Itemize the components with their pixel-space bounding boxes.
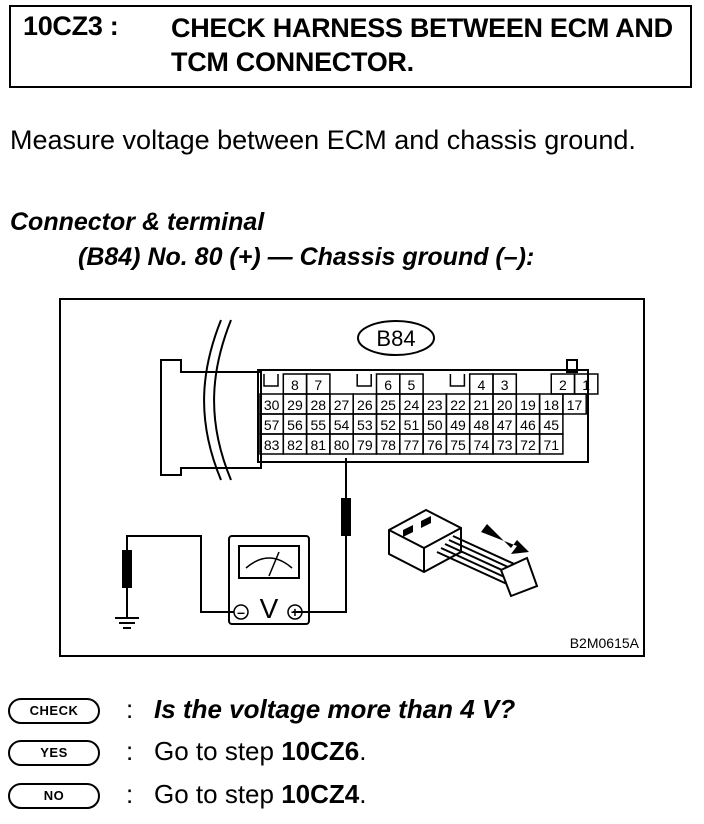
check-badge: CHECK [8, 698, 100, 724]
pin-22-label: 22 [450, 397, 466, 413]
pin-8-label: 8 [291, 377, 299, 393]
connector-label-outline [357, 320, 435, 356]
pin-49-label: 49 [450, 417, 466, 433]
pin-45-label: 45 [543, 417, 559, 433]
pin-2-label: 2 [559, 377, 567, 393]
pin-71-label: 71 [543, 437, 559, 453]
pin-56-label: 56 [287, 417, 303, 433]
connector-face [257, 369, 589, 463]
probe-minus [122, 550, 132, 588]
key-notch [356, 374, 372, 387]
pin-76-label: 76 [427, 437, 443, 453]
pin-73-label: 73 [497, 437, 513, 453]
yes-action: Go to step 10CZ6. [154, 736, 367, 766]
pin-78-label: 78 [380, 437, 396, 453]
yes-step-link[interactable]: 10CZ6 [281, 736, 360, 766]
yes-badge: YES [8, 740, 100, 766]
yes-row: YES : Go to step 10CZ6. [8, 736, 698, 770]
voltmeter-display [238, 545, 300, 579]
key-notch [263, 374, 279, 387]
no-prefix: Go to step [154, 779, 282, 809]
pin-19-label: 19 [520, 397, 536, 413]
connector-housing [160, 359, 262, 476]
pin-28-label: 28 [310, 397, 326, 413]
pin-77-label: 77 [404, 437, 420, 453]
connector-illustration [388, 508, 539, 598]
pin-50-label: 50 [427, 417, 443, 433]
connector-label: B84 [376, 326, 415, 351]
pin-7-label: 7 [314, 377, 322, 393]
pin-55-label: 55 [310, 417, 326, 433]
instruction-text: Measure voltage between ECM and chassis … [10, 125, 636, 155]
pin-71-cell [538, 433, 564, 455]
connector-latch [566, 359, 578, 373]
probe-lead-minus [126, 535, 234, 613]
pin-27-label: 27 [334, 397, 350, 413]
pin-3-label: 3 [501, 377, 509, 393]
pin-30-label: 30 [264, 397, 280, 413]
harness-break-line [213, 319, 232, 481]
pin-54-label: 54 [334, 417, 350, 433]
step-id: 10CZ3 : [23, 11, 119, 41]
step-header: 10CZ3 : CHECK HARNESS BETWEEN ECM AND TC… [9, 5, 692, 88]
pin-52-label: 52 [380, 417, 396, 433]
harness-break-line [203, 319, 222, 481]
probe-plus [341, 498, 351, 536]
pin-25-label: 25 [380, 397, 396, 413]
pin-47-label: 47 [497, 417, 513, 433]
pin-21-label: 21 [474, 397, 490, 413]
figure-code: B2M0615A [570, 635, 640, 651]
voltmeter-symbol: V [260, 593, 279, 624]
pin-53-label: 53 [357, 417, 373, 433]
no-badge: NO [8, 783, 100, 809]
pin-17-cell [562, 393, 587, 415]
check-question: Is the voltage more than 4 V? [154, 694, 516, 724]
minus-sign: – [237, 604, 245, 620]
pin-grid: 30 29 28 27 26 25 24 23 22 21 20 19 18 17 57 56 55 54 53 52… [259, 393, 587, 455]
pin-26-label: 26 [357, 397, 373, 413]
no-row: NO : Go to step 10CZ4. [8, 779, 698, 813]
connector-heading: Connector & terminal [10, 208, 265, 236]
pin-51-label: 51 [404, 417, 420, 433]
plus-sign: + [291, 604, 299, 620]
voltmeter-needle [268, 551, 280, 577]
check-row: CHECK : Is the voltage more than 4 V? [8, 694, 698, 728]
pin-82-label: 82 [287, 437, 303, 453]
pin-4-label: 4 [477, 377, 485, 393]
pin-75-label: 75 [450, 437, 466, 453]
pin-18-label: 18 [543, 397, 559, 413]
pin-57-label: 57 [264, 417, 280, 433]
pin-1-label: 1 [582, 377, 590, 393]
pin-81-label: 81 [310, 437, 326, 453]
pin-80-label: 80 [334, 437, 350, 453]
voltmeter-body [228, 535, 310, 625]
pin-24-label: 24 [404, 397, 420, 413]
plus-terminal [287, 604, 303, 620]
pin-79-label: 79 [357, 437, 373, 453]
pin-23-label: 23 [427, 397, 443, 413]
pin-48-label: 48 [474, 417, 490, 433]
connector-detail: (B84) No. 80 (+) — Chassis ground (–): [78, 243, 535, 271]
pin-5-label: 5 [408, 377, 416, 393]
key-notch [449, 374, 466, 387]
pin-6-label: 6 [384, 377, 392, 393]
pin-46-label: 46 [520, 417, 536, 433]
no-step-link[interactable]: 10CZ4 [281, 779, 360, 809]
pin-83-label: 83 [264, 437, 280, 453]
yes-prefix: Go to step [154, 736, 282, 766]
pin-17-label: 17 [567, 397, 583, 413]
pin-29-label: 29 [287, 397, 303, 413]
pin-72-label: 72 [520, 437, 536, 453]
probe-lead-plus [293, 536, 347, 613]
step-title: CHECK HARNESS BETWEEN ECM AND TCM CONNEC… [171, 13, 673, 77]
no-action: Go to step 10CZ4. [154, 779, 367, 809]
pin-74-label: 74 [474, 437, 490, 453]
voltmeter-scale [245, 557, 293, 569]
pin-20-label: 20 [497, 397, 513, 413]
